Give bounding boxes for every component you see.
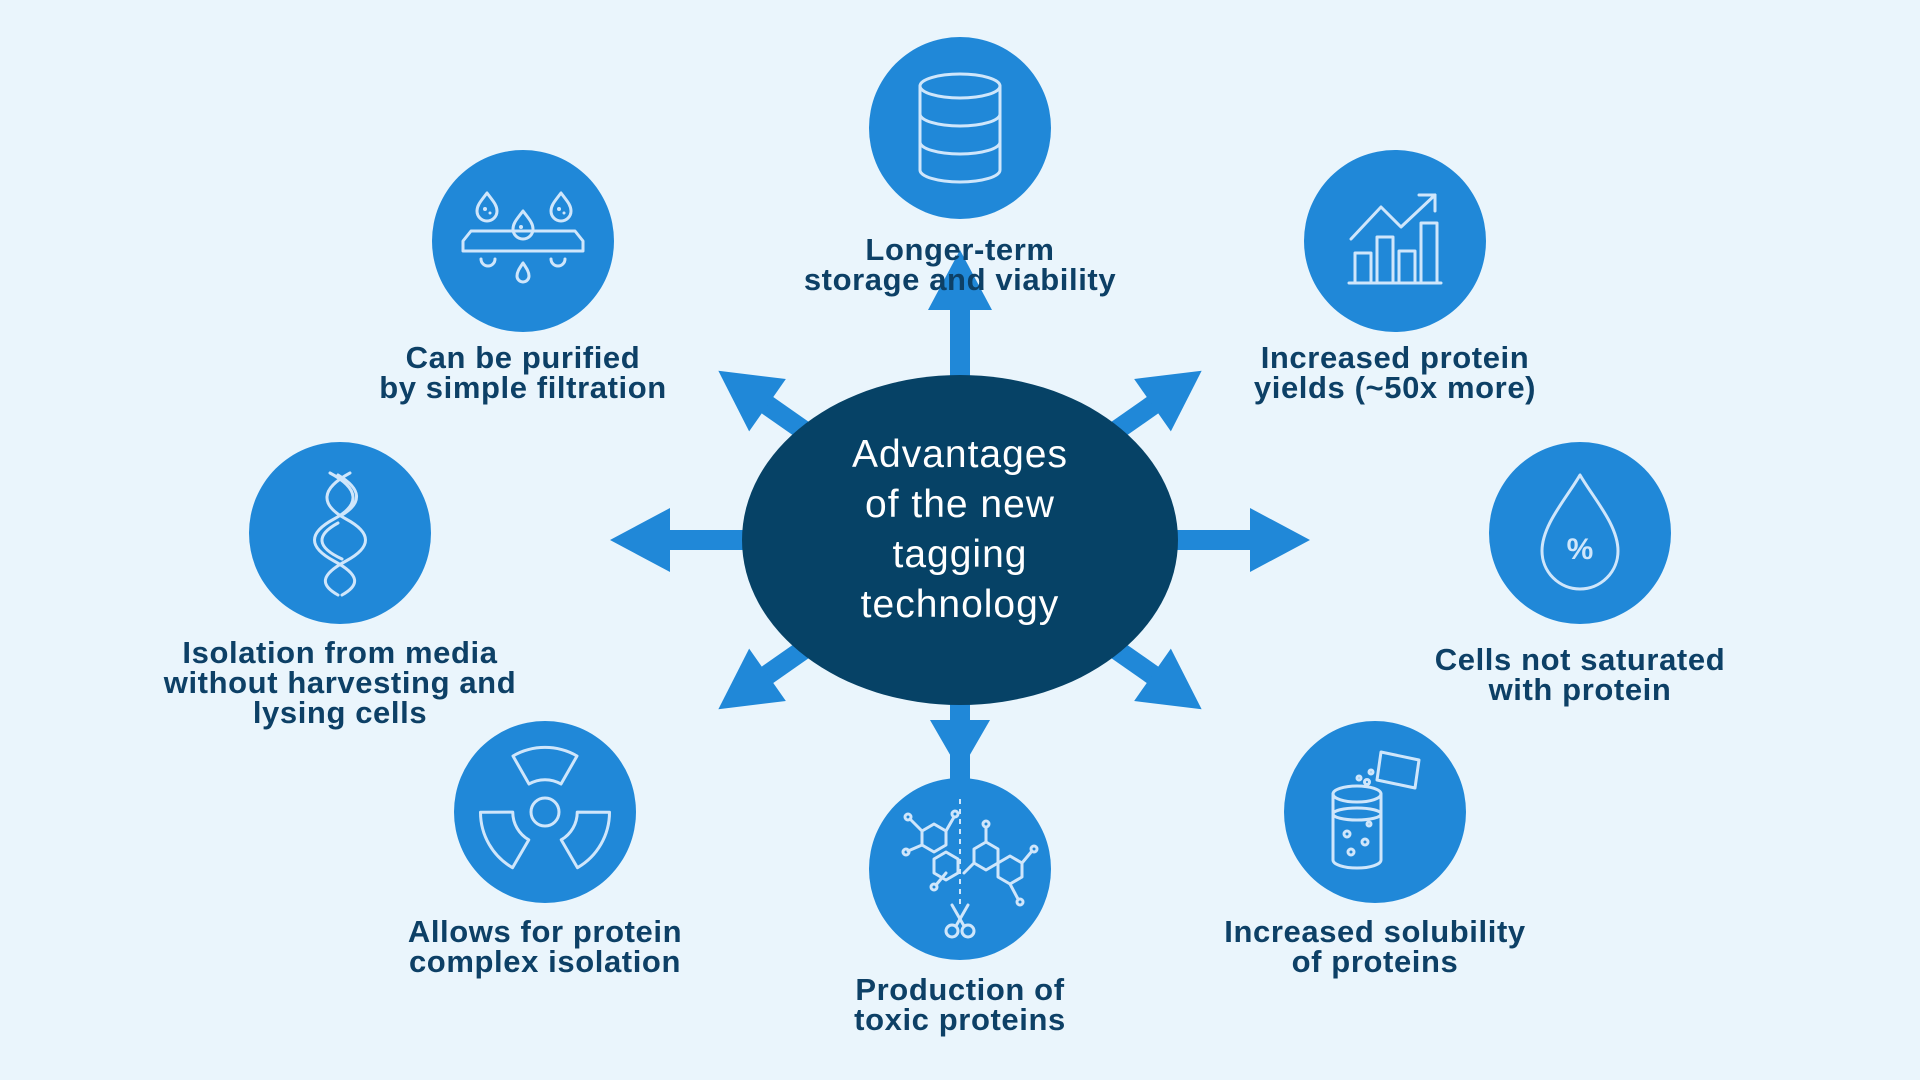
database-icon [918, 72, 1002, 184]
filtration-drops-icon [461, 191, 585, 284]
label-line: storage and viability [803, 262, 1117, 297]
center-title-line: tagging [892, 533, 1028, 576]
percent-drop-icon: % [1540, 473, 1620, 591]
label-line: toxic proteins [854, 1002, 1066, 1037]
label-line: Production of [855, 972, 1065, 1007]
center-title-line: of the new [865, 483, 1055, 526]
saturation-circle [1489, 442, 1671, 624]
arrow-left [610, 508, 760, 572]
label-line: Increased solubility [1224, 914, 1526, 949]
solubility-circle [1284, 721, 1466, 903]
label-line: Cells not saturated [1434, 642, 1726, 677]
saturation-label: Cells not saturated with protein [1380, 642, 1780, 707]
complex-label: Allows for protein complex isolation [345, 914, 745, 979]
svg-text:%: % [1567, 533, 1594, 566]
label-line: Isolation from media [182, 635, 498, 670]
label-line: Increased protein [1260, 340, 1530, 375]
beaker-pour-icon [1331, 750, 1421, 870]
label-line: Longer-term [865, 232, 1055, 267]
yields-label: Increased protein yields (~50x more) [1195, 340, 1595, 405]
label-line: complex isolation [408, 944, 682, 979]
storage-circle [869, 37, 1051, 219]
arrow-up [928, 250, 992, 390]
label-line: with protein [1488, 672, 1672, 707]
arrow-down [930, 690, 990, 785]
radiation-icon [479, 745, 611, 870]
arrow-right [1160, 508, 1310, 572]
center-ellipse [742, 375, 1178, 705]
molecule-scissors-icon [901, 799, 1039, 939]
filtration-label: Can be purified by simple filtration [323, 340, 723, 405]
center-title-line: technology [860, 583, 1060, 626]
center-title: Advantages of the new tagging technology [760, 430, 1160, 630]
storage-label: Longer-term storage and viability [760, 232, 1160, 297]
growth-chart-icon [1347, 193, 1443, 285]
yields-circle [1304, 150, 1486, 332]
filtration-circle [432, 150, 614, 332]
label-line: of proteins [1291, 944, 1459, 979]
center-title-line: Advantages [852, 433, 1068, 476]
isolation-label: Isolation from media without harvesting … [130, 635, 550, 730]
solubility-label: Increased solubility of proteins [1175, 914, 1575, 979]
label-line: Allows for protein [407, 914, 683, 949]
label-line: yields (~50x more) [1253, 370, 1537, 405]
label-line: lysing cells [252, 695, 428, 730]
isolation-circle [249, 442, 431, 624]
label-line: by simple filtration [379, 370, 667, 405]
label-line: Can be purified [405, 340, 641, 375]
label-line: without harvesting and [163, 665, 517, 700]
dna-helix-icon [313, 471, 367, 597]
toxic-label: Production of toxic proteins [760, 972, 1160, 1037]
